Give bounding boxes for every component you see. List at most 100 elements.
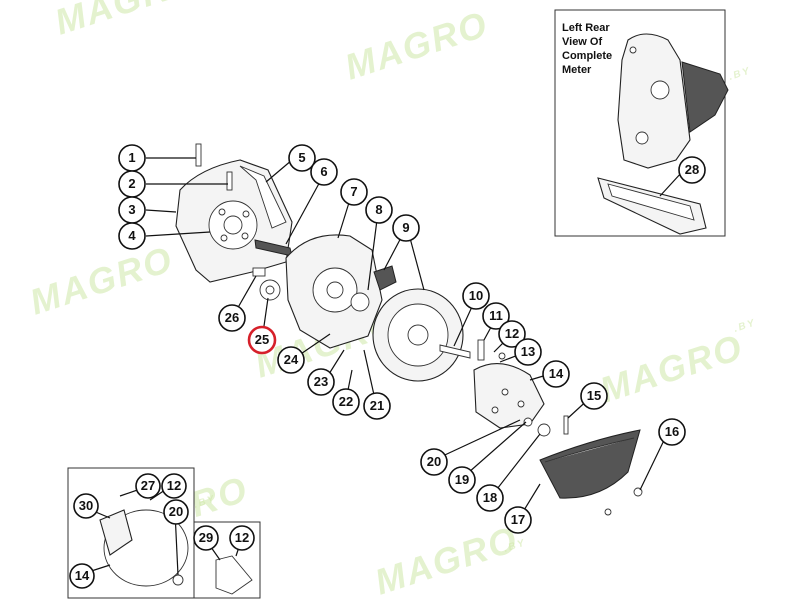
svg-text:25: 25 — [255, 332, 269, 347]
rotor-center — [223, 215, 243, 235]
svg-text:16: 16 — [665, 424, 679, 439]
part-9-brush — [373, 265, 397, 291]
callout-8[interactable]: 8 — [365, 196, 393, 224]
part-25-bearing-inner — [265, 285, 275, 295]
inset-2-callout-29[interactable]: 29 — [193, 525, 219, 551]
back-plate-ribs — [239, 165, 287, 229]
svg-text:28: 28 — [685, 162, 699, 177]
callout-7[interactable]: 7 — [340, 178, 368, 206]
inset-1-callout-14[interactable]: 14 — [69, 563, 95, 589]
watermark-8: MAGRO — [370, 518, 523, 600]
callout-4[interactable]: 4 — [118, 222, 146, 250]
rotor-hole-1 — [218, 208, 226, 216]
watermark-2: MAGRO — [340, 3, 493, 88]
svg-text:7: 7 — [350, 184, 357, 199]
callout-19[interactable]: 19 — [448, 466, 476, 494]
inset-1-callout-20[interactable]: 20 — [163, 499, 189, 525]
svg-text:12: 12 — [235, 530, 249, 545]
callout-1[interactable]: 1 — [118, 144, 146, 172]
callout-26[interactable]: 26 — [218, 304, 246, 332]
meter-hub — [650, 80, 670, 100]
housing-part-7 — [285, 234, 383, 349]
callout-3[interactable]: 3 — [118, 196, 146, 224]
callout-16[interactable]: 16 — [658, 418, 686, 446]
pin-2 — [226, 171, 233, 191]
part-10-shaft — [439, 344, 471, 359]
cover-stud-1 — [501, 388, 509, 396]
svg-text:27: 27 — [141, 478, 155, 493]
inset-1-lever — [99, 509, 133, 556]
callout-6[interactable]: 6 — [310, 158, 338, 186]
svg-text:4: 4 — [128, 228, 136, 243]
cover-part-14 — [473, 339, 545, 429]
svg-text:14: 14 — [75, 568, 90, 583]
callout-20[interactable]: 20 — [420, 448, 448, 476]
meter-housing-rear — [617, 33, 691, 169]
callout-22[interactable]: 22 — [332, 388, 360, 416]
cover-stud-3 — [491, 406, 499, 414]
callout-11[interactable]: 11 — [482, 302, 510, 330]
inset-label-line-2: View Of — [562, 36, 602, 48]
callout-17[interactable]: 17 — [504, 506, 532, 534]
svg-text:23: 23 — [314, 374, 328, 389]
inset-1-callout-12[interactable]: 12 — [161, 473, 187, 499]
callout-21[interactable]: 21 — [363, 392, 391, 420]
svg-text:9: 9 — [402, 220, 409, 235]
watermark-suffix-1: .BY — [728, 65, 753, 82]
watermark-6: MAGRO — [595, 326, 748, 411]
inset-1-callout-30[interactable]: 30 — [73, 493, 99, 519]
svg-text:20: 20 — [427, 454, 441, 469]
part-18-bearing — [537, 423, 551, 437]
svg-text:15: 15 — [587, 388, 601, 403]
inset-1-washer — [172, 574, 184, 586]
callout-23[interactable]: 23 — [307, 368, 335, 396]
meter-hopper-side — [681, 61, 729, 133]
svg-text:12: 12 — [505, 326, 519, 341]
callout-15[interactable]: 15 — [580, 382, 608, 410]
callout-25-highlighted[interactable]: 25 — [247, 325, 277, 355]
inset-rear-label: Left Rear View Of Complete Meter — [562, 22, 612, 76]
watermark-4: MAGRO — [25, 238, 178, 323]
housing-bore-inner — [326, 281, 344, 299]
svg-text:19: 19 — [455, 472, 469, 487]
pin-1 — [195, 143, 202, 167]
callout-5[interactable]: 5 — [288, 144, 316, 172]
rotor-hole-3 — [220, 234, 228, 242]
callout-9[interactable]: 9 — [392, 214, 420, 242]
svg-text:30: 30 — [79, 498, 93, 513]
svg-text:11: 11 — [489, 308, 503, 323]
part-12-screw — [498, 352, 506, 360]
svg-text:2: 2 — [128, 176, 135, 191]
rotor-hole-4 — [241, 232, 249, 240]
svg-text:22: 22 — [339, 394, 353, 409]
callout-28[interactable]: 28 — [678, 156, 706, 184]
inset-label-line-1: Left Rear — [562, 22, 610, 34]
callout-10[interactable]: 10 — [462, 282, 490, 310]
callout-12[interactable]: 12 — [498, 320, 526, 348]
svg-text:3: 3 — [128, 202, 135, 217]
inset-label-line-3: Complete — [562, 50, 612, 62]
cover-stud-2 — [517, 400, 525, 408]
part-15-pin — [563, 415, 569, 435]
watermark-suffix-2: .BY — [733, 317, 758, 334]
rotor-hole-2 — [242, 210, 250, 218]
callout-14[interactable]: 14 — [542, 360, 570, 388]
part-11-lever — [477, 339, 485, 361]
svg-text:26: 26 — [225, 310, 239, 325]
seed-disc — [372, 265, 471, 382]
callout-2[interactable]: 2 — [118, 170, 146, 198]
svg-text:6: 6 — [320, 164, 327, 179]
part-26-spacer — [252, 267, 266, 277]
back-plate-assembly — [175, 143, 293, 283]
callout-18[interactable]: 18 — [476, 484, 504, 512]
part-19-washer — [523, 417, 533, 427]
inset-2-callout-12[interactable]: 12 — [229, 525, 255, 551]
inset-1-callout-27[interactable]: 27 — [135, 473, 161, 499]
callout-24[interactable]: 24 — [277, 346, 305, 374]
watermark-1: MAGRO — [50, 0, 203, 43]
svg-text:21: 21 — [370, 398, 384, 413]
callout-13[interactable]: 13 — [514, 338, 542, 366]
meter-lower-hub — [635, 131, 649, 145]
